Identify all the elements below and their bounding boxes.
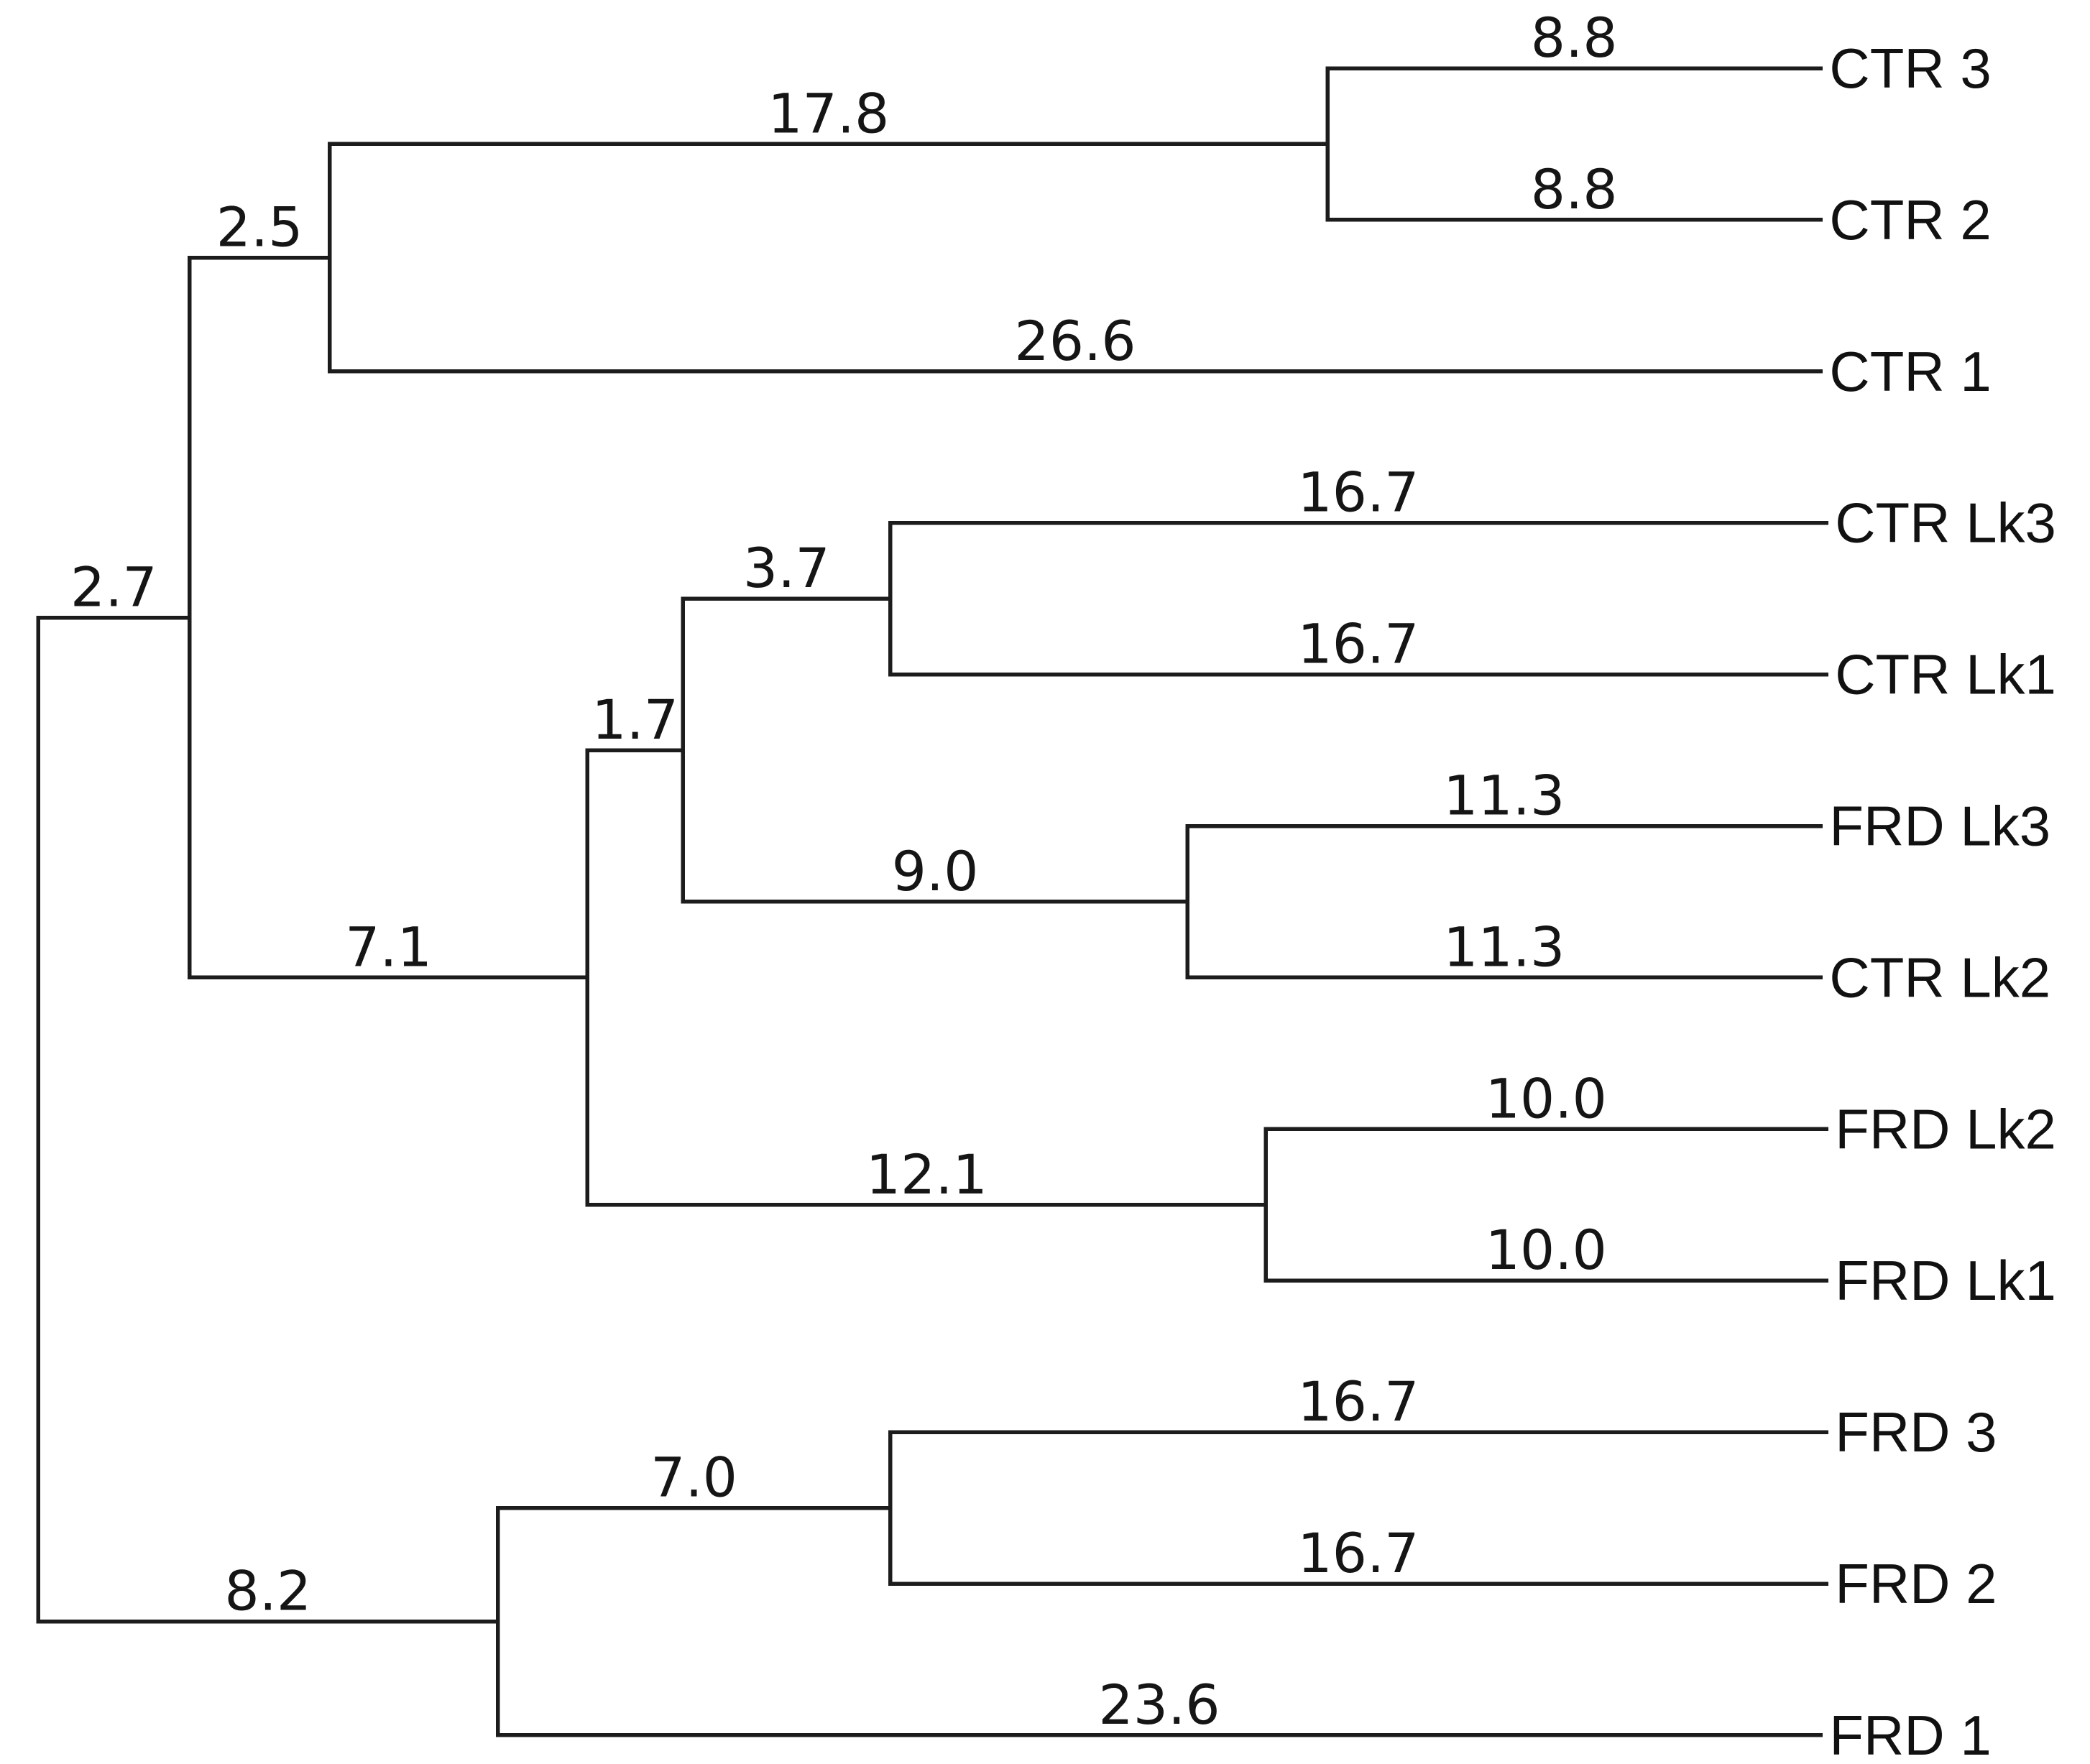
branch-length-label: 16.7: [1297, 1370, 1419, 1433]
leaf-label: FRD Lk2: [1835, 1097, 2056, 1160]
branch-length-label: 26.6: [1014, 309, 1136, 373]
leaf-label: CTR 1: [1829, 340, 1991, 403]
leaf-label: CTR Lk3: [1835, 491, 2056, 555]
branch-length-label: 3.7: [743, 536, 830, 600]
branch-length-label: 10.0: [1486, 1218, 1607, 1282]
branch-length-label: 2.5: [216, 195, 303, 259]
branch-length-label: 1.7: [591, 688, 678, 752]
leaf-label: FRD 1: [1829, 1704, 1991, 1764]
branch-length-label: 16.7: [1297, 612, 1419, 676]
leaf-label: FRD 2: [1835, 1552, 1997, 1615]
branch-length-label: 23.6: [1098, 1673, 1220, 1737]
branch-length-label: 17.8: [768, 81, 889, 145]
branch-length-label: 9.0: [892, 839, 979, 903]
leaf-label: CTR 3: [1829, 37, 1991, 100]
leaf-label: CTR Lk2: [1829, 946, 2050, 1009]
branch-length-label: 7.1: [345, 915, 432, 979]
branch-length-label: 11.3: [1443, 764, 1565, 828]
branch-length-label: 8.8: [1531, 157, 1618, 221]
branch-length-label: 8.2: [224, 1559, 311, 1623]
leaf-label: FRD Lk1: [1835, 1249, 2056, 1312]
leaf-label: CTR Lk1: [1835, 643, 2056, 706]
leaf-label: FRD 3: [1835, 1400, 1997, 1464]
branch-length-label: 16.7: [1297, 1521, 1419, 1585]
branch-length-label: 11.3: [1443, 915, 1565, 979]
branch-length-label: 8.8: [1531, 6, 1618, 70]
branch-length-label: 12.1: [866, 1142, 988, 1206]
branch-length-label: 2.7: [70, 555, 157, 619]
branch-length-label: 7.0: [650, 1446, 737, 1510]
branch-length-label: 16.7: [1297, 461, 1419, 525]
leaf-label: CTR 2: [1829, 188, 1991, 251]
branch-length-label: 10.0: [1486, 1066, 1607, 1130]
leaf-label: FRD Lk3: [1829, 795, 2050, 858]
